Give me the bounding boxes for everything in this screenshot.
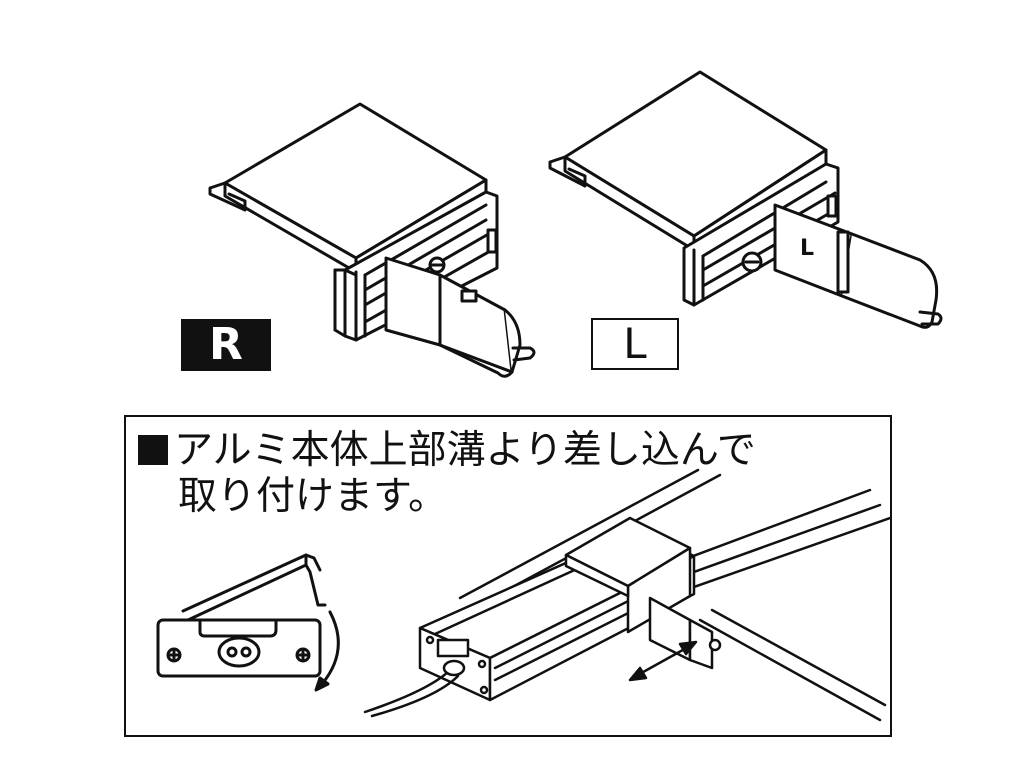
instruction-line-1: アルミ本体上部溝より差し込んで (138, 428, 756, 474)
bracket-r-illustration (208, 102, 536, 378)
variant-l-label: L (591, 318, 679, 370)
instruction-line-2: 取り付けます。 (178, 474, 448, 519)
rail-assembly (363, 468, 892, 722)
end-cap-l-mark: L (800, 236, 815, 261)
black-square-icon (138, 435, 168, 465)
bracket-side-detail (156, 553, 340, 692)
bracket-l-illustration (548, 70, 943, 329)
instruction-text: アルミ本体上部溝より差し込んで 取り付けます。 (138, 428, 756, 520)
instruction-line-1-text: アルミ本体上部溝より差し込んで (174, 428, 756, 473)
instruction-panel (124, 415, 892, 737)
variant-r-label: R (181, 319, 271, 371)
